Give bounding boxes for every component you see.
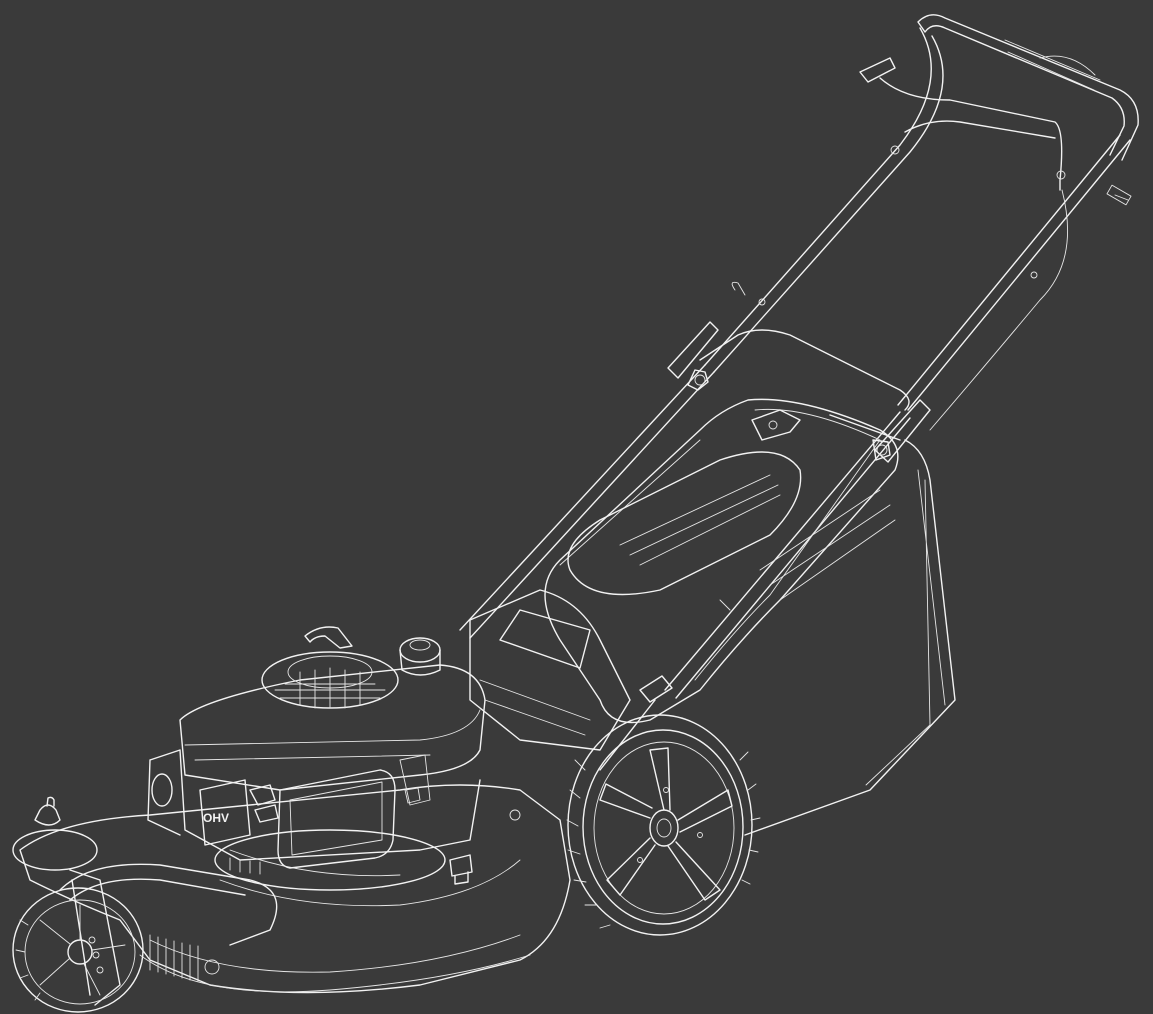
- deck-skirt: [139, 934, 531, 993]
- height-adjust-lever: [599, 675, 673, 771]
- handle-assembly: [459, 14, 1139, 699]
- handle-bolt-right: [1030, 271, 1038, 279]
- rear-wheel-tire: [567, 714, 753, 936]
- handle-knob-left: [667, 321, 719, 391]
- air-filter: [277, 769, 396, 869]
- catcher-window-slots: [619, 474, 781, 566]
- throttle-cable: [929, 189, 1129, 431]
- swivel-mount: [12, 829, 98, 871]
- fork-hole: [92, 951, 100, 959]
- catcher-body: [744, 414, 956, 836]
- handle-lower-left: [459, 364, 715, 639]
- bail-pivot-right: [1056, 170, 1066, 180]
- handle-tube-left: [704, 27, 944, 373]
- fork-hole: [88, 936, 96, 944]
- caster-fork: [69, 869, 121, 1006]
- carburetor: [399, 754, 431, 806]
- fuel-cap-top: [409, 639, 431, 651]
- deck-fins: [149, 934, 199, 982]
- engine: OHV: [147, 626, 486, 891]
- handle-tube-right: [897, 134, 1131, 411]
- handle-lower-right: [664, 411, 911, 699]
- catcher-side-ribs: [719, 489, 896, 611]
- catcher-lid: [544, 398, 899, 724]
- engine-cover-edge: [184, 709, 481, 761]
- front-tire-tread: [15, 919, 41, 1001]
- front-bumper: [59, 863, 278, 946]
- chute-lines: [479, 679, 591, 736]
- recoil-grille: [274, 667, 386, 709]
- cable-clip: [1106, 184, 1132, 206]
- handle-bolt: [758, 298, 766, 306]
- rear-wheel-rim-inner: [593, 741, 735, 915]
- catcher-window: [567, 451, 802, 596]
- rim-hole: [637, 857, 643, 863]
- handle-grip-foam: [1004, 39, 1101, 91]
- handle-hook: [731, 281, 746, 296]
- grass-catcher: [544, 329, 956, 836]
- fork-hole: [96, 966, 104, 974]
- knob-bolt-right: [876, 444, 888, 456]
- engine-base: [214, 829, 446, 891]
- rear-wheel-spokes: [599, 747, 733, 901]
- front-wheel-hub: [67, 939, 93, 965]
- mower-deck: [19, 675, 673, 994]
- handle-grip: [917, 14, 1139, 161]
- catcher-badge: [751, 409, 801, 441]
- label-plate: [199, 779, 251, 846]
- chute-window: [499, 609, 591, 669]
- rear-wheel-hub-cap: [656, 818, 672, 838]
- handle-knob-right: [872, 399, 931, 463]
- deck-bolt-rear: [509, 809, 521, 821]
- rear-wheel: [566, 714, 761, 936]
- deck-top-curve: [219, 849, 521, 907]
- deck-bolt-front: [204, 959, 220, 975]
- blade-bolt: [449, 854, 473, 885]
- air-filter-inner: [289, 781, 383, 856]
- deck-outline: [19, 784, 571, 994]
- rim-hole: [697, 832, 703, 838]
- front-wheel-tire: [12, 887, 144, 1013]
- fuel-cap-body: [399, 649, 441, 676]
- catcher-inner-lines: [865, 469, 946, 786]
- cylinder-head: [151, 773, 173, 807]
- swivel-post: [34, 796, 61, 826]
- front-swivel-wheel: [12, 796, 144, 1013]
- bail-lever: [859, 57, 1063, 191]
- engine-fins: [229, 857, 261, 875]
- rear-tire-tread: [566, 751, 761, 929]
- muffler: [249, 784, 279, 823]
- ohv-label: OHV: [203, 811, 229, 825]
- badge-icon: [768, 420, 778, 430]
- engine-block: [147, 749, 481, 861]
- front-wheel-spokes: [39, 904, 126, 996]
- rear-chute: [469, 589, 631, 751]
- pull-cord-handle: [304, 626, 353, 649]
- rear-wheel-hub: [649, 809, 679, 847]
- bail-pivot-left: [890, 145, 900, 155]
- catcher-lid-inner: [559, 408, 881, 681]
- engine-cover: [179, 664, 486, 791]
- rear-wheel-rim-outer: [582, 729, 744, 925]
- rim-hole: [663, 787, 669, 793]
- knob-bolt-left: [694, 374, 706, 386]
- chute-housing: [469, 589, 631, 751]
- catcher-frame: [699, 329, 910, 411]
